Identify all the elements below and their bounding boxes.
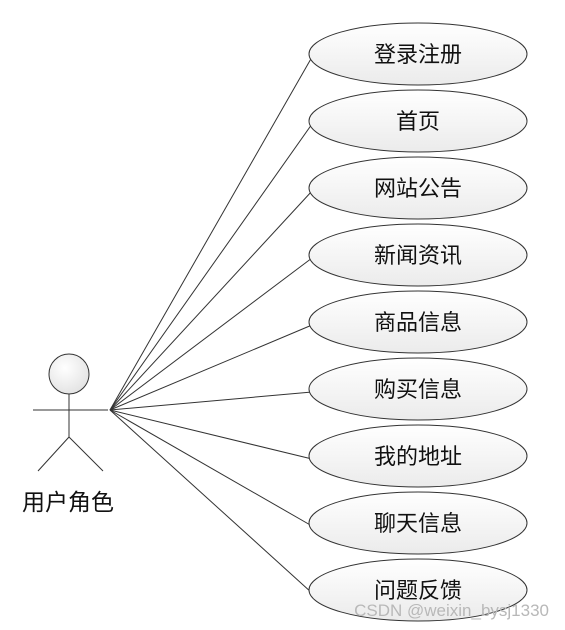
watermark-text: CSDN @weixin_bysj1330 [354, 601, 549, 620]
use-case-ellipse [308, 223, 528, 287]
actor-user-role: 用户角色 [22, 353, 114, 516]
use-case: 问题反馈 [308, 558, 528, 622]
use-case-label: 聊天信息 [374, 512, 462, 537]
use-case: 商品信息 [308, 290, 528, 354]
association-lines [109, 56, 313, 594]
association-line [109, 56, 313, 411]
association-line [109, 409, 313, 594]
use-case-label: 网站公告 [374, 177, 462, 202]
use-case-label: 商品信息 [374, 311, 462, 336]
association-line [109, 391, 313, 411]
use-case-ellipse [308, 558, 528, 622]
actor-left-leg [37, 436, 70, 472]
use-case-ellipse [308, 290, 528, 354]
use-case: 购买信息 [308, 357, 528, 421]
use-case-label: 登录注册 [374, 43, 462, 68]
association-line [109, 190, 313, 411]
use-case-ellipse [308, 89, 528, 153]
use-case-ellipse [308, 424, 528, 488]
association-line [109, 123, 313, 411]
use-case-ellipse [308, 491, 528, 555]
association-line [109, 257, 313, 411]
association-line [109, 324, 313, 411]
actor-head [48, 353, 90, 395]
use-case-label: 购买信息 [374, 378, 462, 403]
actor-right-leg [68, 436, 104, 472]
use-case-ellipse [308, 156, 528, 220]
use-case-ellipse [308, 22, 528, 86]
use-case-label: 问题反馈 [374, 579, 462, 604]
use-case-label: 我的地址 [374, 445, 462, 470]
use-case-label: 新闻资讯 [374, 244, 462, 269]
use-case-ellipse [308, 357, 528, 421]
association-line [109, 409, 313, 460]
actor-label: 用户角色 [22, 490, 114, 516]
association-line [109, 409, 313, 527]
use-case: 聊天信息 [308, 491, 528, 555]
use-case-label: 首页 [396, 110, 440, 135]
use-case: 我的地址 [308, 424, 528, 488]
use-case: 网站公告 [308, 156, 528, 220]
use-case: 首页 [308, 89, 528, 153]
use-case: 登录注册 [308, 22, 528, 86]
use-case: 新闻资讯 [308, 223, 528, 287]
